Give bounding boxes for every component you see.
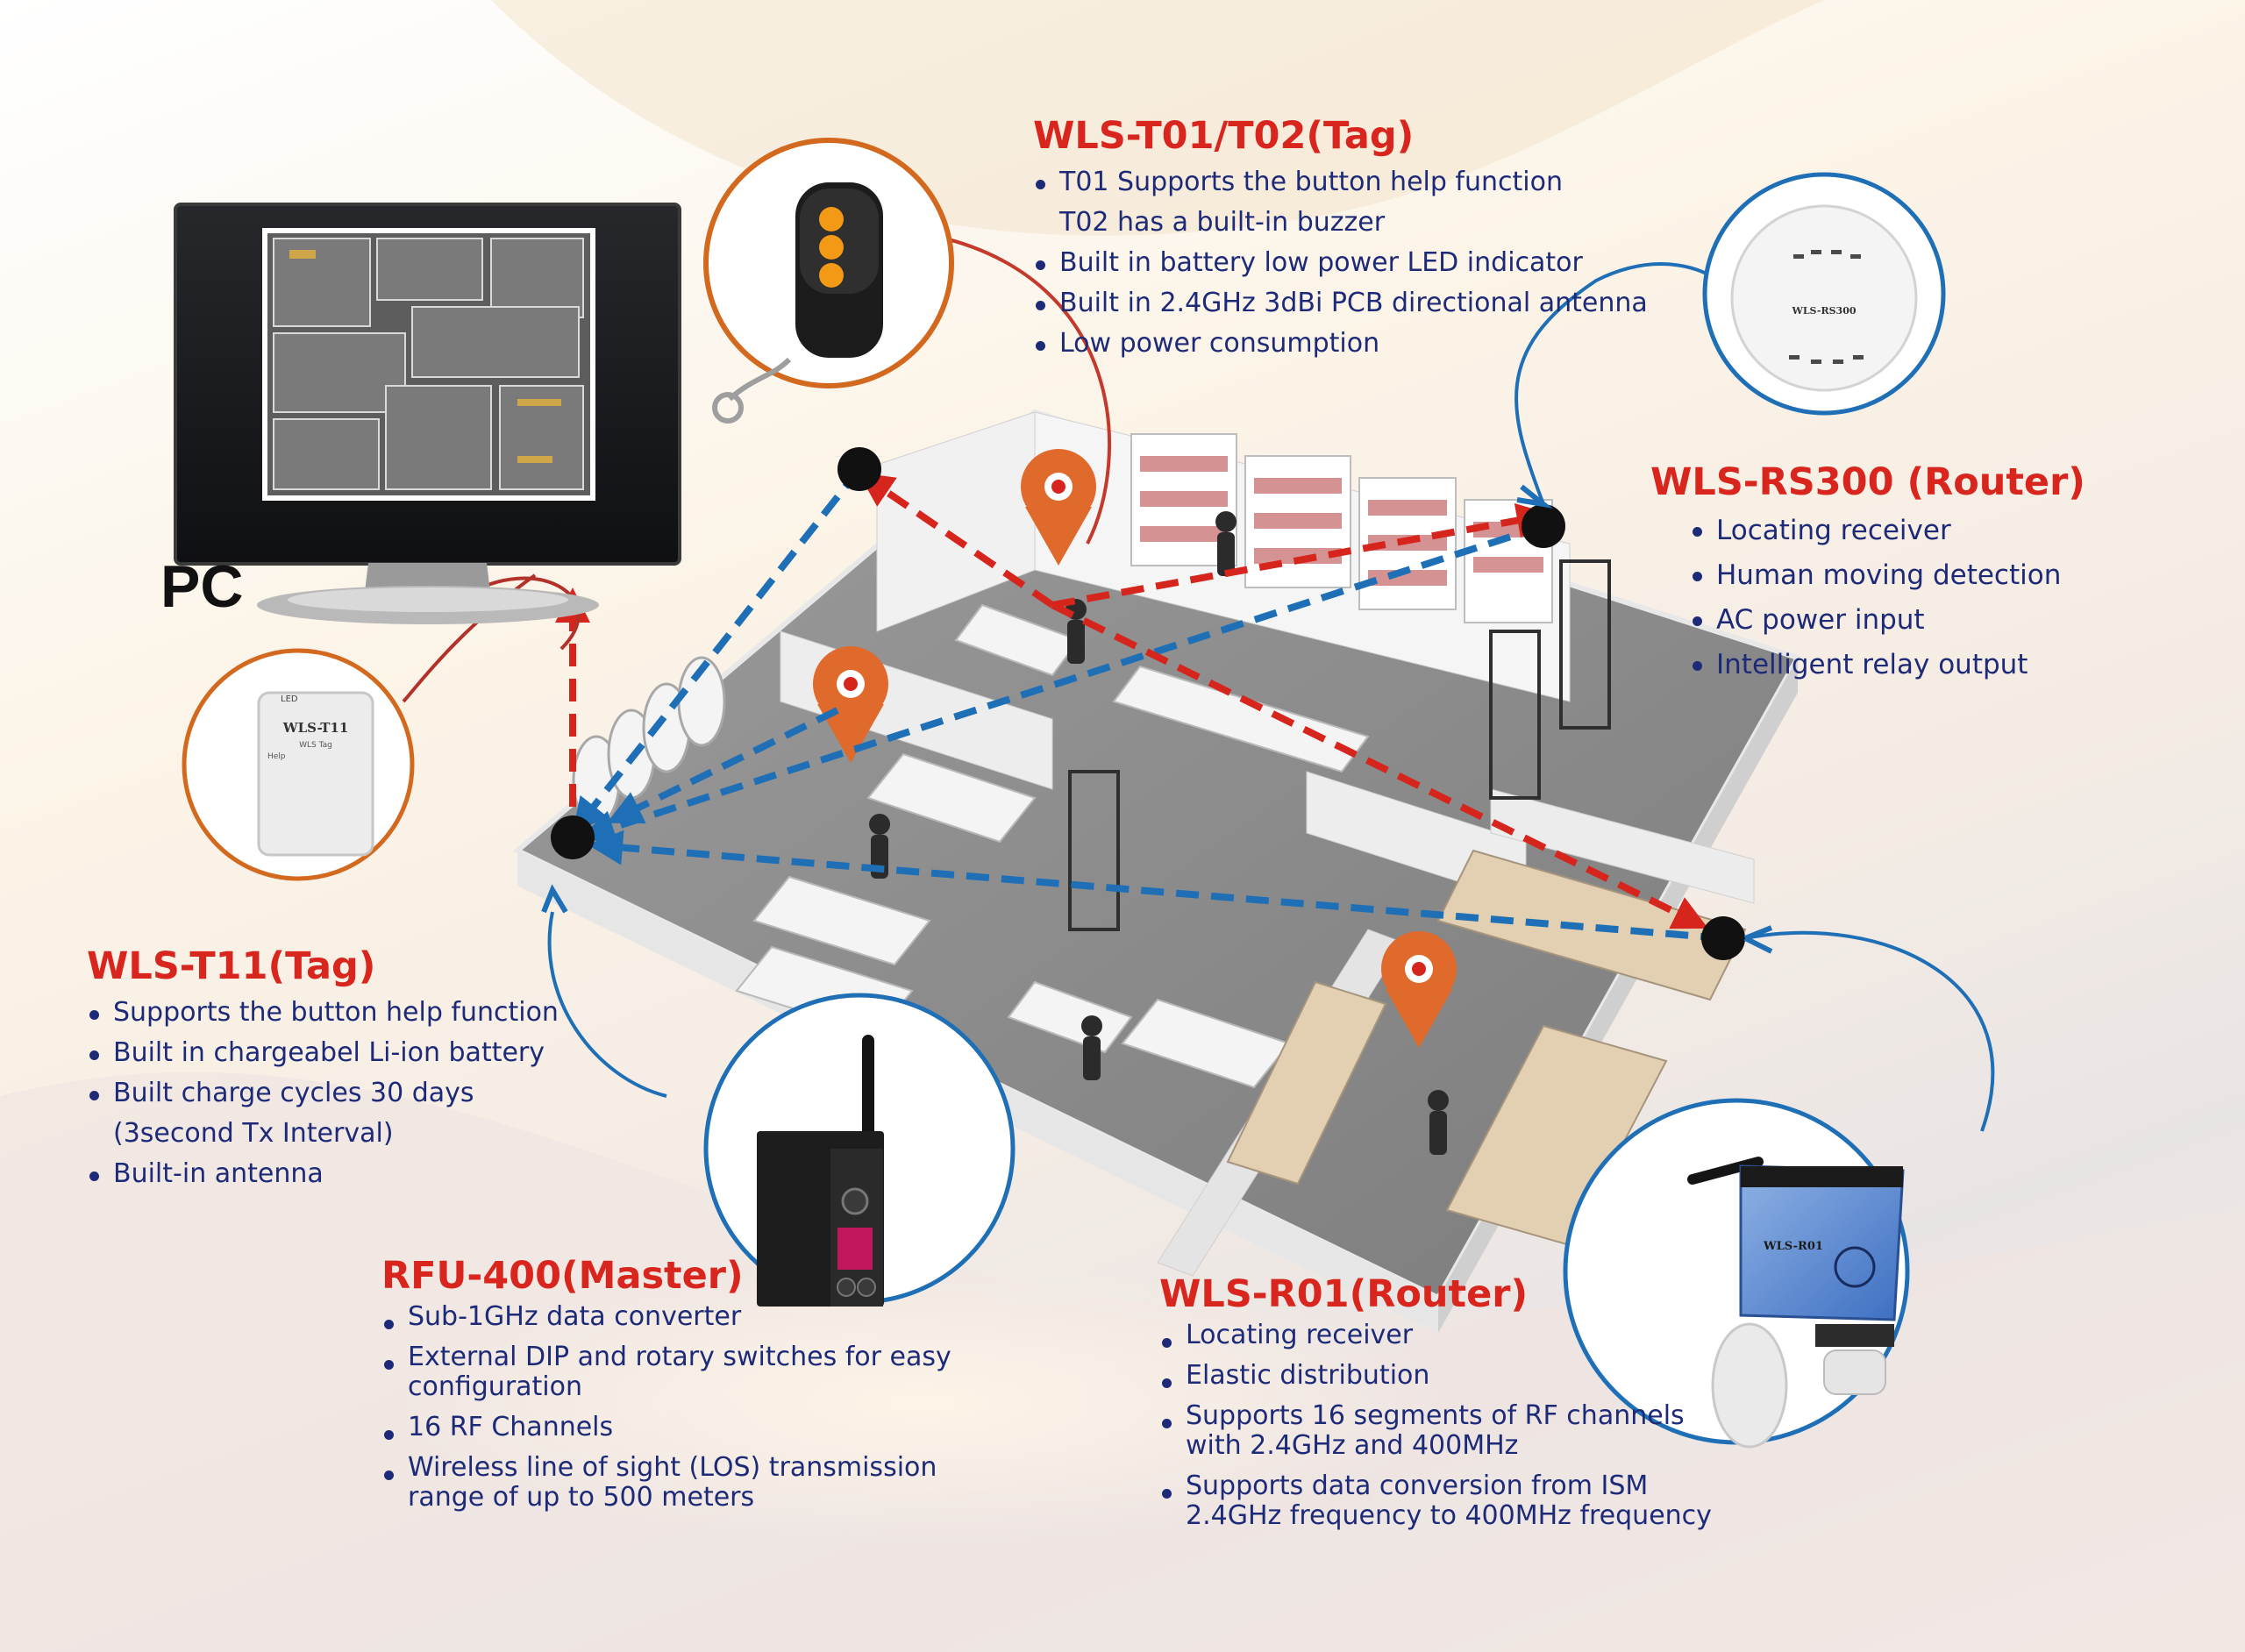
t01-keyfob-callout: [703, 138, 954, 424]
r01-product-label: WLS-R01: [1763, 1240, 1823, 1253]
rfu400-bullet-1: Sub-1GHz data converter: [381, 1302, 978, 1332]
r01-bullet-2: Elastic distribution: [1159, 1361, 1756, 1391]
rfu400-bullet-3: 16 RF Channels: [381, 1413, 978, 1442]
t11-product-sublabel: WLS Tag: [299, 741, 332, 750]
t11-bullet-1: Supports the button help function: [87, 993, 559, 1033]
location-pin-icon: [1021, 449, 1096, 566]
rfu400-bullet-4: Wireless line of sight (LOS) transmissio…: [381, 1453, 951, 1513]
t11-tag-callout: LED WLS-T11 WLS Tag Help: [182, 648, 415, 881]
rs300-bullet-1: Locating receiver: [1690, 509, 2085, 553]
rs300-bullet-4: Intelligent relay output: [1690, 643, 2085, 687]
t11-bullet-2: Built in chargeabel Li-ion battery: [87, 1033, 559, 1073]
location-pin-icon: [1381, 931, 1457, 1048]
t11-help-label: Help: [267, 752, 286, 761]
t11-bullet-3-cont: (3second Tx Interval): [113, 1118, 394, 1149]
t11-led-label: LED: [281, 694, 298, 704]
t01t02-info: WLS-T01/T02(Tag) T01 Supports the button…: [1033, 110, 1648, 364]
r01-info: WLS-R01(Router) Locating receiver Elasti…: [1159, 1268, 1756, 1531]
rfu400-bullet-2: External DIP and rotary switches for eas…: [381, 1342, 969, 1402]
rs300-product-label: WLS-RS300: [1791, 305, 1856, 317]
r01-bullet-4: Supports data conversion from ISM 2.4GHz…: [1159, 1471, 1712, 1531]
r01-bullets: Locating receiver Elastic distribution S…: [1159, 1321, 1756, 1531]
signal-lines: [555, 466, 1724, 942]
rs300-bullets: Locating receiver Human moving detection…: [1690, 509, 2085, 687]
t11-bullet-3: Built charge cycles 30 days: [87, 1073, 559, 1114]
t11-bullets: Supports the button help function Built …: [87, 993, 559, 1194]
rfu400-info: RFU-400(Master) Sub-1GHz data converter …: [381, 1250, 978, 1513]
t01t02-title: WLS-T01/T02(Tag): [1033, 114, 1415, 158]
rs300-info: WLS-RS300 (Router) Locating receiver Hum…: [1650, 456, 2085, 687]
location-pin-icon: [813, 646, 888, 763]
r01-bullet-3: Supports 16 segments of RF channels with…: [1159, 1401, 1703, 1461]
pc-label: PC: [160, 553, 243, 620]
rs300-router-callout: WLS-RS300: [1702, 172, 1946, 416]
t01t02-bullet-1: T01 Supports the button help function: [1033, 162, 1648, 203]
r01-title: WLS-R01(Router): [1159, 1272, 1529, 1316]
rfu400-bullets: Sub-1GHz data converter External DIP and…: [381, 1302, 978, 1513]
t11-product-label: WLS-T11: [282, 720, 349, 736]
rs300-title: WLS-RS300 (Router): [1650, 460, 2085, 504]
rs300-bullet-2: Human moving detection: [1690, 553, 2085, 598]
r01-bullet-1: Locating receiver: [1159, 1321, 1756, 1350]
t01t02-bullet-3: Built in 2.4GHz 3dBi PCB directional ant…: [1033, 283, 1648, 324]
t11-title: WLS-T11(Tag): [87, 944, 376, 988]
t01t02-bullet-1-cont: T02 has a built-in buzzer: [1059, 207, 1386, 238]
t01t02-bullet-2: Built in battery low power LED indicator: [1033, 243, 1648, 283]
t01t02-bullets: T01 Supports the button help function T0…: [1033, 162, 1648, 364]
receiver-node-dots: [551, 447, 1745, 960]
rfu400-title: RFU-400(Master): [381, 1254, 744, 1298]
t11-info: WLS-T11(Tag) Supports the button help fu…: [87, 940, 559, 1194]
t01t02-bullet-4: Low power consumption: [1033, 324, 1648, 364]
t11-bullet-4: Built-in antenna: [87, 1154, 559, 1194]
pc-monitor: [174, 203, 681, 624]
rfu400-master-callout: [703, 993, 1016, 1307]
rs300-bullet-3: AC power input: [1690, 598, 2085, 643]
r01-router-callout: WLS-R01: [1563, 1098, 1910, 1449]
